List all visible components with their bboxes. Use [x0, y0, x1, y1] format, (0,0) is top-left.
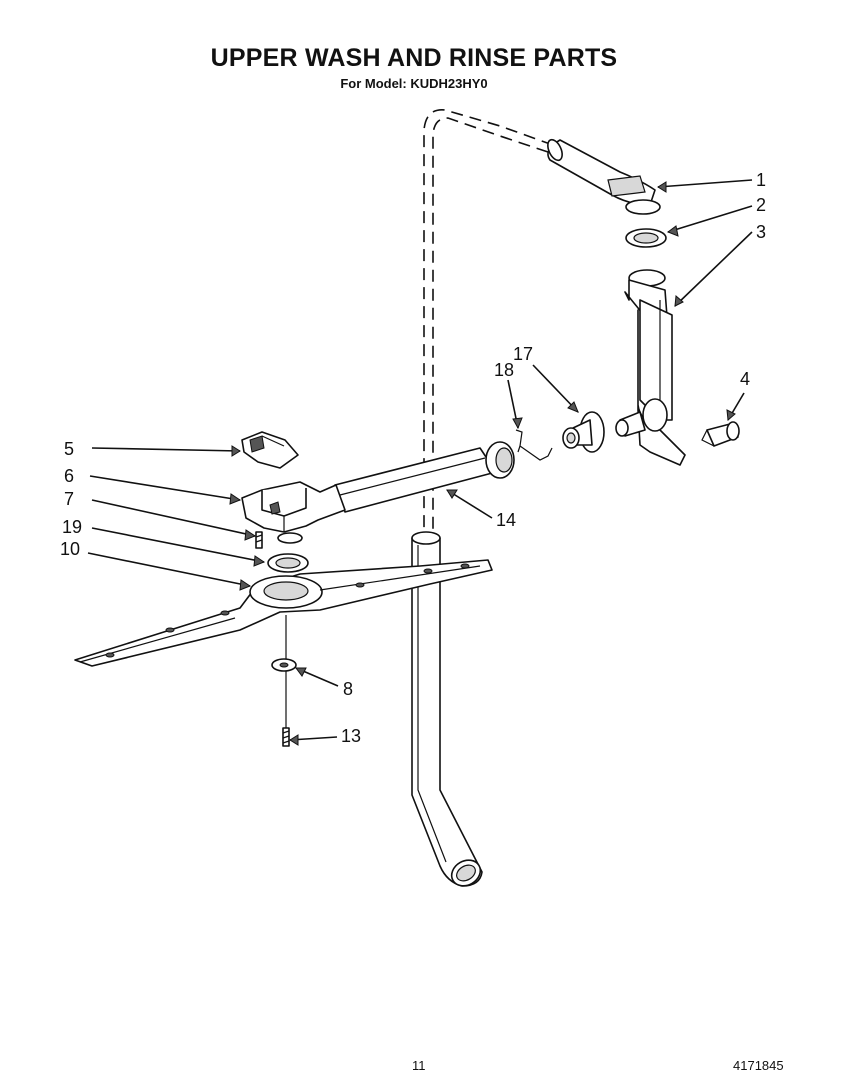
part-17-seal — [562, 411, 605, 453]
lower-standpipe — [411, 531, 483, 887]
part-19-seal-ring — [267, 553, 309, 573]
part-5-bearing-clip — [241, 431, 299, 469]
part-4-plug — [701, 421, 740, 447]
part-3-manifold — [615, 269, 686, 466]
document-number: 4171845 — [733, 1058, 784, 1073]
part-8-washer — [271, 658, 297, 672]
part-7-screw — [255, 531, 263, 549]
callout-10: 10 — [60, 539, 80, 559]
part-10-spray-arm — [74, 559, 493, 667]
supply-line-dashed-inner — [432, 117, 549, 530]
part-1-elbow-tube — [547, 138, 656, 206]
callout-1: 1 — [756, 170, 766, 190]
part-18-clip — [515, 429, 553, 461]
callout-8: 8 — [343, 679, 353, 699]
callout-5: 5 — [64, 439, 74, 459]
part-2-grommet — [625, 199, 667, 248]
callout-14: 14 — [496, 510, 516, 530]
callout-3: 3 — [756, 222, 766, 242]
page-title: UPPER WASH AND RINSE PARTS — [210, 44, 618, 72]
callout-18: 18 — [494, 360, 514, 380]
callout-4: 4 — [740, 369, 750, 389]
callout-13: 13 — [341, 726, 361, 746]
part-13-screw — [282, 727, 290, 747]
part-6-hub-housing — [241, 481, 346, 544]
callout-6: 6 — [64, 466, 74, 486]
page-number: 11 — [412, 1058, 426, 1073]
callout-19: 19 — [62, 517, 82, 537]
model-subtitle: For Model: KUDH23HY0 — [340, 76, 488, 91]
callout-7: 7 — [64, 489, 74, 509]
leader-lines — [87, 179, 753, 746]
part-14-tube — [334, 441, 515, 513]
callout-2: 2 — [756, 195, 766, 215]
callout-17: 17 — [513, 344, 533, 364]
